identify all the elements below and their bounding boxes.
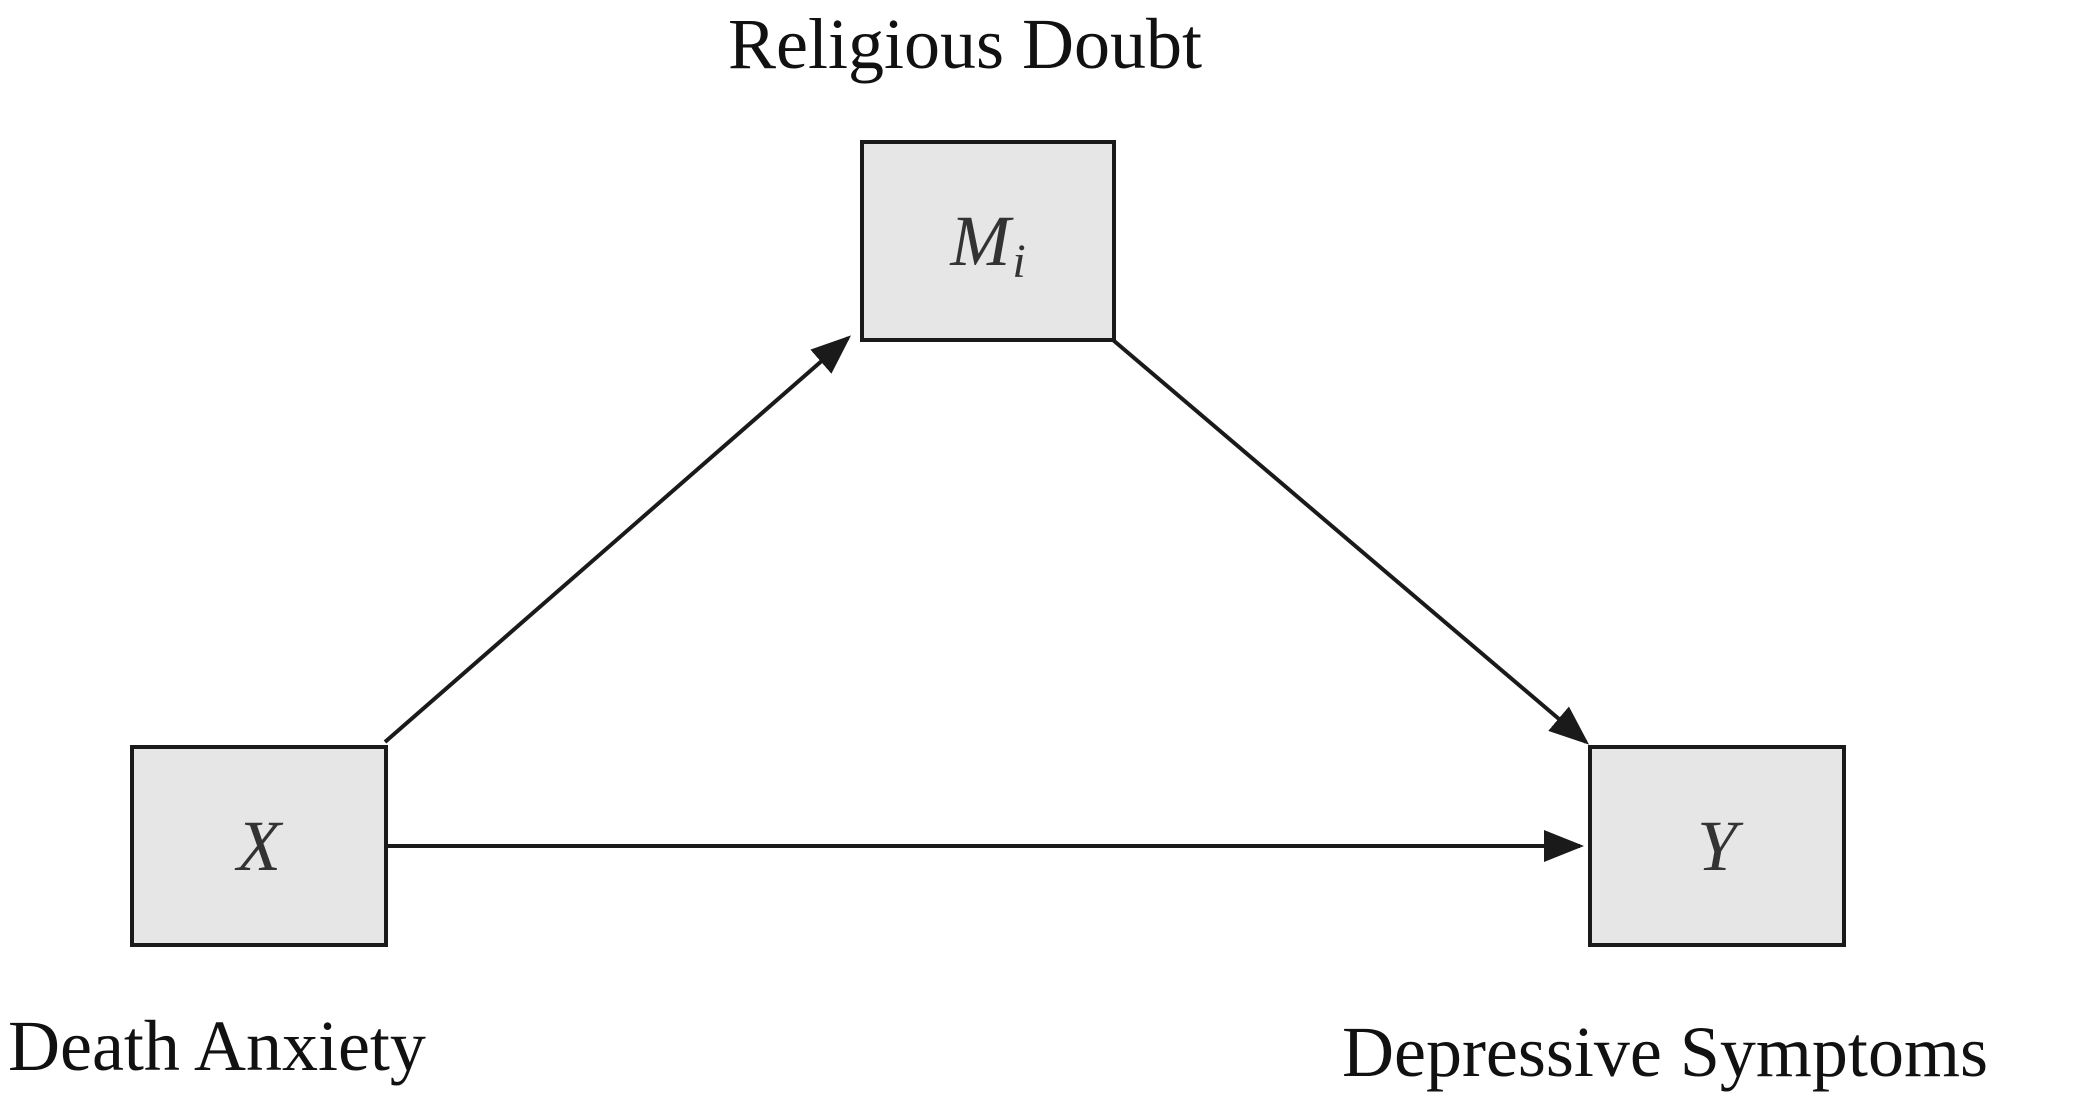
mediator-subscript: i — [1012, 234, 1026, 288]
predictor-box: X — [130, 745, 388, 947]
predictor-label: Death Anxiety — [8, 1006, 426, 1086]
mediator-symbol: M — [950, 201, 1011, 281]
arrow-m-to-y — [1111, 338, 1590, 745]
arrow-x-to-m — [383, 335, 852, 744]
outcome-box: Y — [1588, 745, 1846, 947]
outcome-symbol: Y — [1696, 806, 1738, 886]
outcome-label: Depressive Symptoms — [1342, 1012, 1988, 1092]
mediator-label: Religious Doubt — [728, 4, 1203, 84]
predictor-symbol: X — [237, 806, 281, 886]
